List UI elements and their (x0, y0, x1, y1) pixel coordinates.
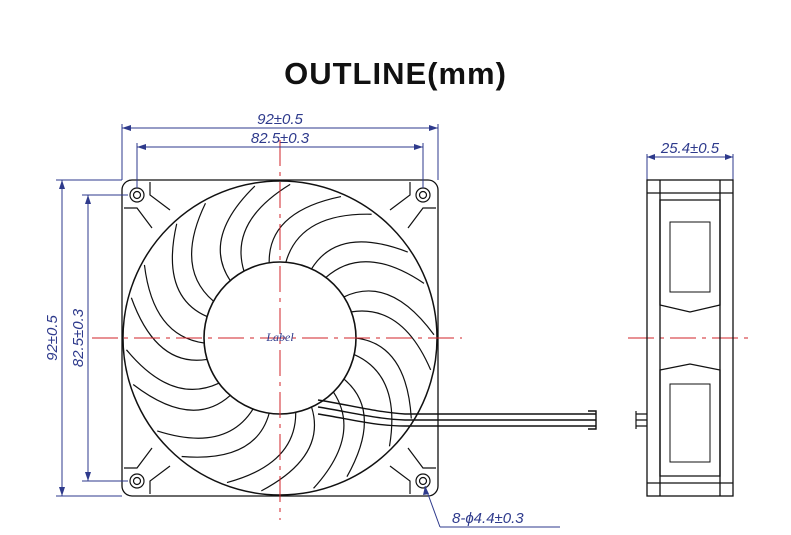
fan-blade (219, 183, 291, 281)
fan-blades (125, 183, 435, 492)
dimension-arrows (59, 125, 733, 496)
hole-bottom-left (129, 473, 145, 489)
dim-hole-spacing-height: 82.5±0.3 (70, 308, 87, 367)
dim-hole-spacing-width: 82.5±0.3 (251, 130, 310, 147)
hub-label: Label (265, 330, 294, 344)
dimension-lines (56, 124, 734, 528)
dim-overall-height: 92±0.5 (44, 314, 61, 360)
fan-blade (268, 196, 372, 263)
fan-blade (313, 378, 365, 489)
hole-top-right (415, 187, 431, 203)
hole-bottom-right (415, 473, 431, 489)
fan-blade (171, 202, 214, 318)
side-view (635, 179, 734, 497)
dim-overall-width: 92±0.5 (257, 111, 303, 128)
centerlines (92, 140, 752, 520)
hole-top-left (129, 187, 145, 203)
fan-blade (311, 241, 425, 284)
drawing-title: OUTLINE(mm) (284, 56, 507, 91)
side-cable (635, 411, 647, 429)
mounting-holes (129, 187, 431, 489)
fan-cable (317, 399, 597, 430)
fan-blade (226, 406, 316, 492)
side-blade-lower (659, 363, 721, 477)
fan-blade (343, 290, 435, 371)
fan-blade (157, 408, 270, 458)
fan-blade (353, 337, 412, 447)
side-frame (646, 179, 734, 497)
fan-blade (130, 264, 208, 361)
dim-mounting-holes: 8-ϕ4.4±0.3 (452, 510, 524, 527)
side-blade-upper (659, 199, 721, 313)
dim-depth: 25.4±0.5 (660, 140, 720, 157)
corner-brackets (124, 182, 436, 494)
fan-blade (125, 349, 231, 411)
